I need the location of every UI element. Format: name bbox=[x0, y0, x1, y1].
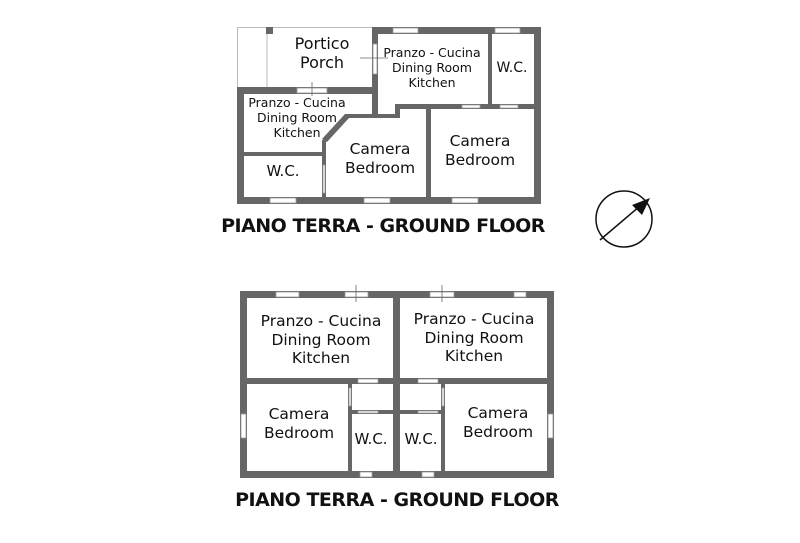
porch-column bbox=[266, 27, 273, 34]
door bbox=[348, 387, 352, 407]
wall bbox=[441, 384, 445, 478]
room-label-wc: W.C. bbox=[496, 60, 528, 76]
window bbox=[494, 27, 521, 34]
door bbox=[357, 378, 379, 384]
window bbox=[421, 471, 435, 478]
wall bbox=[395, 104, 400, 118]
wall bbox=[372, 27, 541, 34]
wall bbox=[372, 114, 400, 118]
window bbox=[392, 27, 419, 34]
door bbox=[372, 43, 378, 75]
wall bbox=[547, 291, 554, 478]
window bbox=[363, 197, 391, 204]
door bbox=[417, 410, 439, 414]
door bbox=[441, 387, 445, 407]
room-label-wc: W.C. bbox=[266, 162, 300, 180]
wall bbox=[237, 87, 244, 204]
wall-diagonal bbox=[322, 114, 349, 142]
wall bbox=[488, 27, 492, 109]
door bbox=[357, 410, 379, 414]
door bbox=[322, 164, 326, 194]
wall bbox=[393, 291, 400, 478]
window bbox=[513, 291, 527, 298]
wall bbox=[240, 291, 247, 478]
north-arrow-icon bbox=[595, 190, 653, 248]
door bbox=[499, 104, 519, 109]
top-plan-openings bbox=[269, 27, 521, 204]
plan-title: PIANO TERRA - GROUND FLOOR bbox=[221, 215, 545, 237]
door bbox=[461, 104, 481, 109]
window bbox=[359, 471, 373, 478]
wall bbox=[244, 152, 324, 156]
plan-title: PIANO TERRA - GROUND FLOOR bbox=[235, 489, 559, 511]
room-label-wc: W.C. bbox=[354, 430, 388, 448]
window bbox=[547, 413, 554, 439]
door bbox=[417, 378, 439, 384]
room-label-wc: W.C. bbox=[404, 430, 438, 448]
bottom-plan-openings bbox=[240, 285, 554, 478]
wall bbox=[534, 27, 541, 204]
window bbox=[451, 197, 479, 204]
wall bbox=[426, 108, 431, 204]
wall bbox=[240, 378, 554, 384]
window bbox=[344, 291, 369, 298]
window bbox=[240, 413, 247, 439]
wall bbox=[348, 384, 352, 478]
window bbox=[269, 197, 297, 204]
window bbox=[275, 291, 300, 298]
wall bbox=[345, 114, 375, 118]
